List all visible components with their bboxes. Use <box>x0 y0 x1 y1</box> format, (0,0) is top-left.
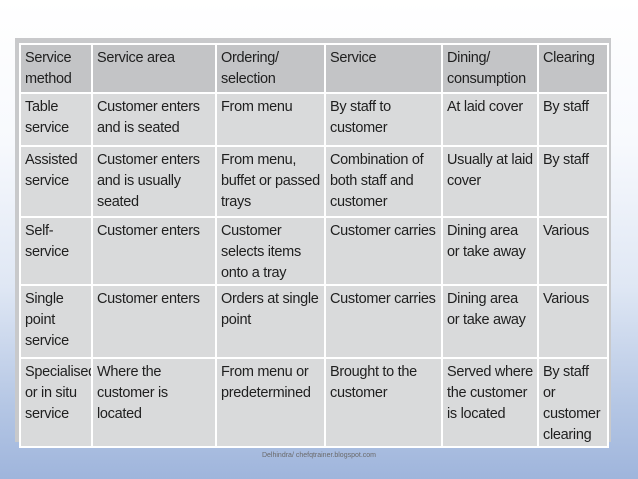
table-row: Assisted service Customer enters and is … <box>19 145 609 218</box>
cell-service-area: Customer enters and is usually seated <box>91 145 217 218</box>
cell-service-method: Specialised or in situ service <box>19 357 93 448</box>
header-dining-consumption: Dining/ consumption <box>441 43 539 94</box>
cell-clearing: By staff or customer clearing <box>537 357 609 448</box>
cell-service-method: Self-service <box>19 216 93 286</box>
cell-dining-consumption: Dining area or take away <box>441 216 539 286</box>
cell-dining-consumption: Served where the customer is located <box>441 357 539 448</box>
table-row: Self-service Customer enters Customer se… <box>19 216 609 286</box>
table-header-row: Service method Service area Ordering/ se… <box>19 43 609 94</box>
cell-service-area: Where the customer is located <box>91 357 217 448</box>
cell-service-method: Single point service <box>19 284 93 359</box>
header-service-area: Service area <box>91 43 217 94</box>
cell-service: Customer carries <box>324 284 443 359</box>
cell-clearing: By staff <box>537 92 609 147</box>
cell-service: By staff to customer <box>324 92 443 147</box>
service-methods-table: Service method Service area Ordering/ se… <box>19 43 609 448</box>
cell-service-area: Customer enters <box>91 216 217 286</box>
cell-dining-consumption: Usually at laid cover <box>441 145 539 218</box>
cell-ordering-selection: From menu <box>215 92 326 147</box>
cell-ordering-selection: From menu or predetermined <box>215 357 326 448</box>
table-image-frame: Service method Service area Ordering/ se… <box>15 38 611 448</box>
cell-dining-consumption: Dining area or take away <box>441 284 539 359</box>
cell-ordering-selection: Orders at single point <box>215 284 326 359</box>
header-clearing: Clearing <box>537 43 609 94</box>
header-service: Service <box>324 43 443 94</box>
cell-dining-consumption: At laid cover <box>441 92 539 147</box>
table-row: Specialised or in situ service Where the… <box>19 357 609 448</box>
cell-service: Combination of both staff and customer <box>324 145 443 218</box>
cell-service-area: Customer enters <box>91 284 217 359</box>
table-row: Single point service Customer enters Ord… <box>19 284 609 359</box>
cell-service-area: Customer enters and is seated <box>91 92 217 147</box>
header-service-method: Service method <box>19 43 93 94</box>
cell-service-method: Table service <box>19 92 93 147</box>
cell-ordering-selection: From menu, buffet or passed trays <box>215 145 326 218</box>
table-row: Table service Customer enters and is sea… <box>19 92 609 147</box>
cell-service-method: Assisted service <box>19 145 93 218</box>
cell-clearing: Various <box>537 284 609 359</box>
cell-ordering-selection: Customer selects items onto a tray <box>215 216 326 286</box>
header-ordering-selection: Ordering/ selection <box>215 43 326 94</box>
cell-service: Brought to the customer <box>324 357 443 448</box>
cell-clearing: Various <box>537 216 609 286</box>
footer-credit: Delhindra/ chefqtrainer.blogspot.com <box>261 452 376 459</box>
cell-service: Customer carries <box>324 216 443 286</box>
cell-clearing: By staff <box>537 145 609 218</box>
